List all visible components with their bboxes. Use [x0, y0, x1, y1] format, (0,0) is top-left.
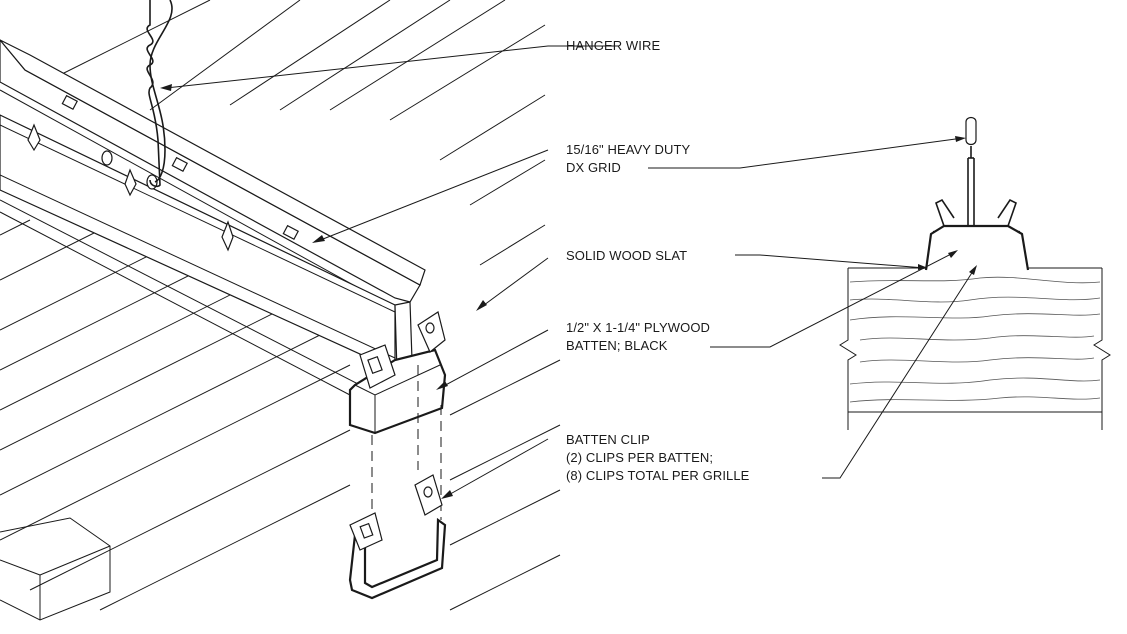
wood-block	[0, 517, 111, 621]
label-wood-slat: SOLID WOOD SLAT	[566, 248, 688, 263]
label-batten-clip-line1: BATTEN CLIP	[566, 432, 650, 447]
batten-clip-exploded	[348, 474, 447, 600]
projection-lines	[371, 365, 442, 520]
section-view	[839, 116, 1111, 430]
label-heavy-duty-grid-line2: DX GRID	[566, 160, 621, 175]
label-plywood-batten-line1: 1/2" X 1-1/4" PLYWOOD	[566, 320, 711, 335]
hanger-wire	[146, 0, 173, 188]
dx-grid-runner	[0, 39, 426, 396]
batten-assembly	[348, 311, 447, 435]
label-batten-clip-line3: (8) CLIPS TOTAL PER GRILLE	[566, 468, 750, 483]
leader-lines	[160, 45, 977, 499]
label-hanger-wire: HANGER WIRE	[566, 38, 661, 53]
label-batten-clip-line2: (2) CLIPS PER BATTEN;	[566, 450, 714, 465]
label-plywood-batten-line2: BATTEN; BLACK	[566, 338, 668, 353]
label-heavy-duty-grid-line1: 15/16" HEAVY DUTY	[566, 142, 691, 157]
